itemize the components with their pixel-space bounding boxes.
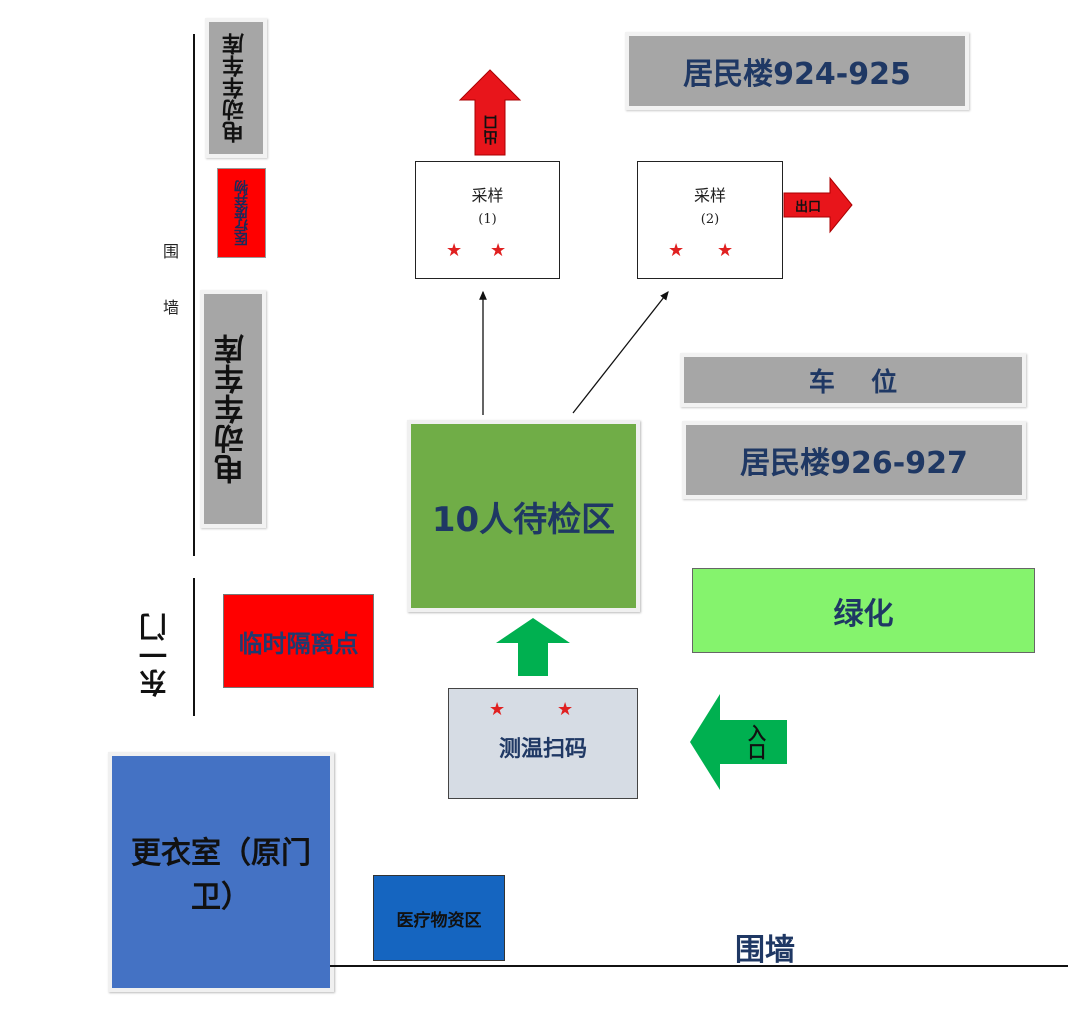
sampling-station-1: 采样 (1) ★ ★	[415, 161, 560, 279]
star-icon: ★	[446, 240, 463, 261]
entrance-arrow-icon	[690, 694, 787, 790]
flow-line-to-sampling-2	[572, 290, 669, 414]
parking-label: 车 位	[808, 367, 898, 398]
star-icon: ★	[489, 699, 506, 720]
exit-top-label-wrap: 出口	[475, 108, 505, 152]
sampling-2-number: (2)	[700, 212, 720, 227]
star-icon: ★	[557, 699, 574, 720]
wall-label-char-2: 墙	[163, 298, 180, 317]
residential-building-924-label: 居民楼924-925	[683, 57, 911, 92]
residential-building-926: 居民楼926-927	[682, 421, 1026, 499]
ebike-garage-mid: 电动车车库	[200, 290, 266, 528]
sampling-2-label: 采样	[693, 186, 726, 205]
temporary-isolation-point: 临时隔离点	[223, 594, 374, 688]
exit-right-label-wrap: 出口	[786, 193, 830, 217]
exit-top-label: 出口	[481, 115, 500, 145]
star-icon: ★	[490, 240, 507, 261]
star-icon: ★	[717, 240, 734, 261]
temporary-isolation-label: 临时隔离点	[238, 629, 359, 658]
greenery-label: 绿化	[833, 596, 894, 632]
sampling-station-2: 采样 (2) ★ ★	[637, 161, 783, 279]
medical-waste-box: 医疗废弃物	[217, 168, 266, 258]
bottom-wall-label: 围墙	[735, 933, 795, 968]
gate-wall-line	[193, 578, 195, 716]
ebike-garage-top: 电动车车库	[205, 18, 267, 158]
sampling-1-number: (1)	[478, 212, 497, 227]
greenery-area: 绿化	[692, 568, 1035, 653]
temperature-scan-station: ★ ★ 测温扫码	[448, 688, 638, 799]
medical-supplies-label: 医疗物资区	[396, 910, 482, 931]
entrance-label-wrap: 入口	[724, 720, 786, 764]
exit-top-arrow-icon	[458, 69, 522, 156]
changing-room: 更衣室（原门卫）	[108, 752, 334, 992]
exit-right-arrow-icon	[783, 176, 853, 234]
waiting-area-10-people: 10人待检区	[407, 420, 640, 612]
residential-building-924: 居民楼924-925	[625, 32, 969, 110]
changing-room-label: 更衣室（原门卫）	[131, 836, 311, 915]
residential-building-926-label: 居民楼926-927	[740, 446, 968, 481]
medical-supplies-area: 医疗物资区	[373, 875, 505, 961]
exit-right-label: 出口	[794, 199, 821, 215]
sampling-1-label: 采样	[471, 186, 504, 205]
left-wall-line	[193, 34, 195, 556]
bottom-wall-line	[330, 965, 1068, 967]
waiting-area-label: 10人待检区	[431, 499, 616, 540]
wall-label-char-1: 围	[163, 242, 180, 261]
green-up-arrow-icon	[496, 618, 570, 676]
entrance-label: 入口	[745, 724, 766, 760]
star-icon: ★	[668, 240, 685, 261]
parking-spaces: 车 位	[680, 353, 1026, 407]
temperature-scan-label: 测温扫码	[498, 737, 587, 762]
